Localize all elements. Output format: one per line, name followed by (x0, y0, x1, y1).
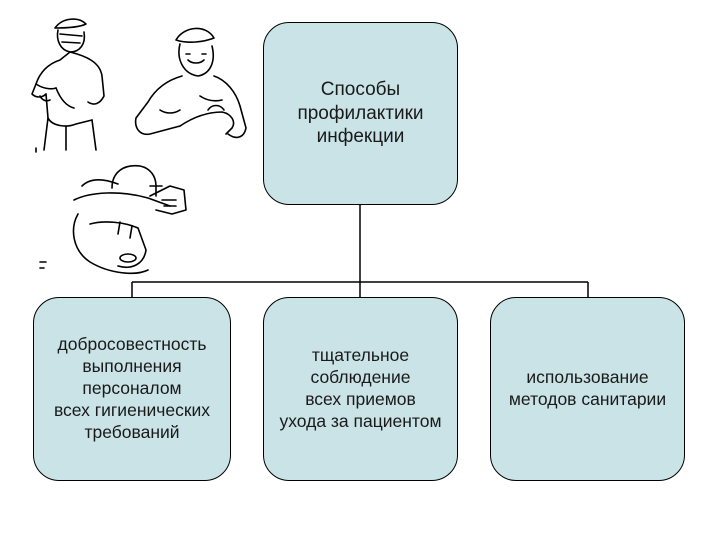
medical-staff-illustration (31, 18, 247, 275)
child-node-3: использование методов санитарии (490, 297, 685, 481)
root-node-label: Способы профилактики инфекции (297, 78, 424, 148)
child-node-2-label: тщательное соблюдение всех приемов ухода… (279, 345, 442, 431)
handwashing-sketch (35, 147, 187, 275)
child-node-2: тщательное соблюдение всех приемов ухода… (263, 297, 458, 481)
child-node-1: добросовестность выполнения персоналом в… (33, 297, 231, 481)
child-node-1-label: добросовестность выполнения персоналом в… (53, 334, 211, 442)
nurse-figure-right (134, 27, 247, 139)
root-node: Способы профилактики инфекции (263, 22, 458, 205)
child-node-3-label: использование методов санитарии (508, 367, 667, 409)
nurse-figure-left (31, 18, 105, 151)
